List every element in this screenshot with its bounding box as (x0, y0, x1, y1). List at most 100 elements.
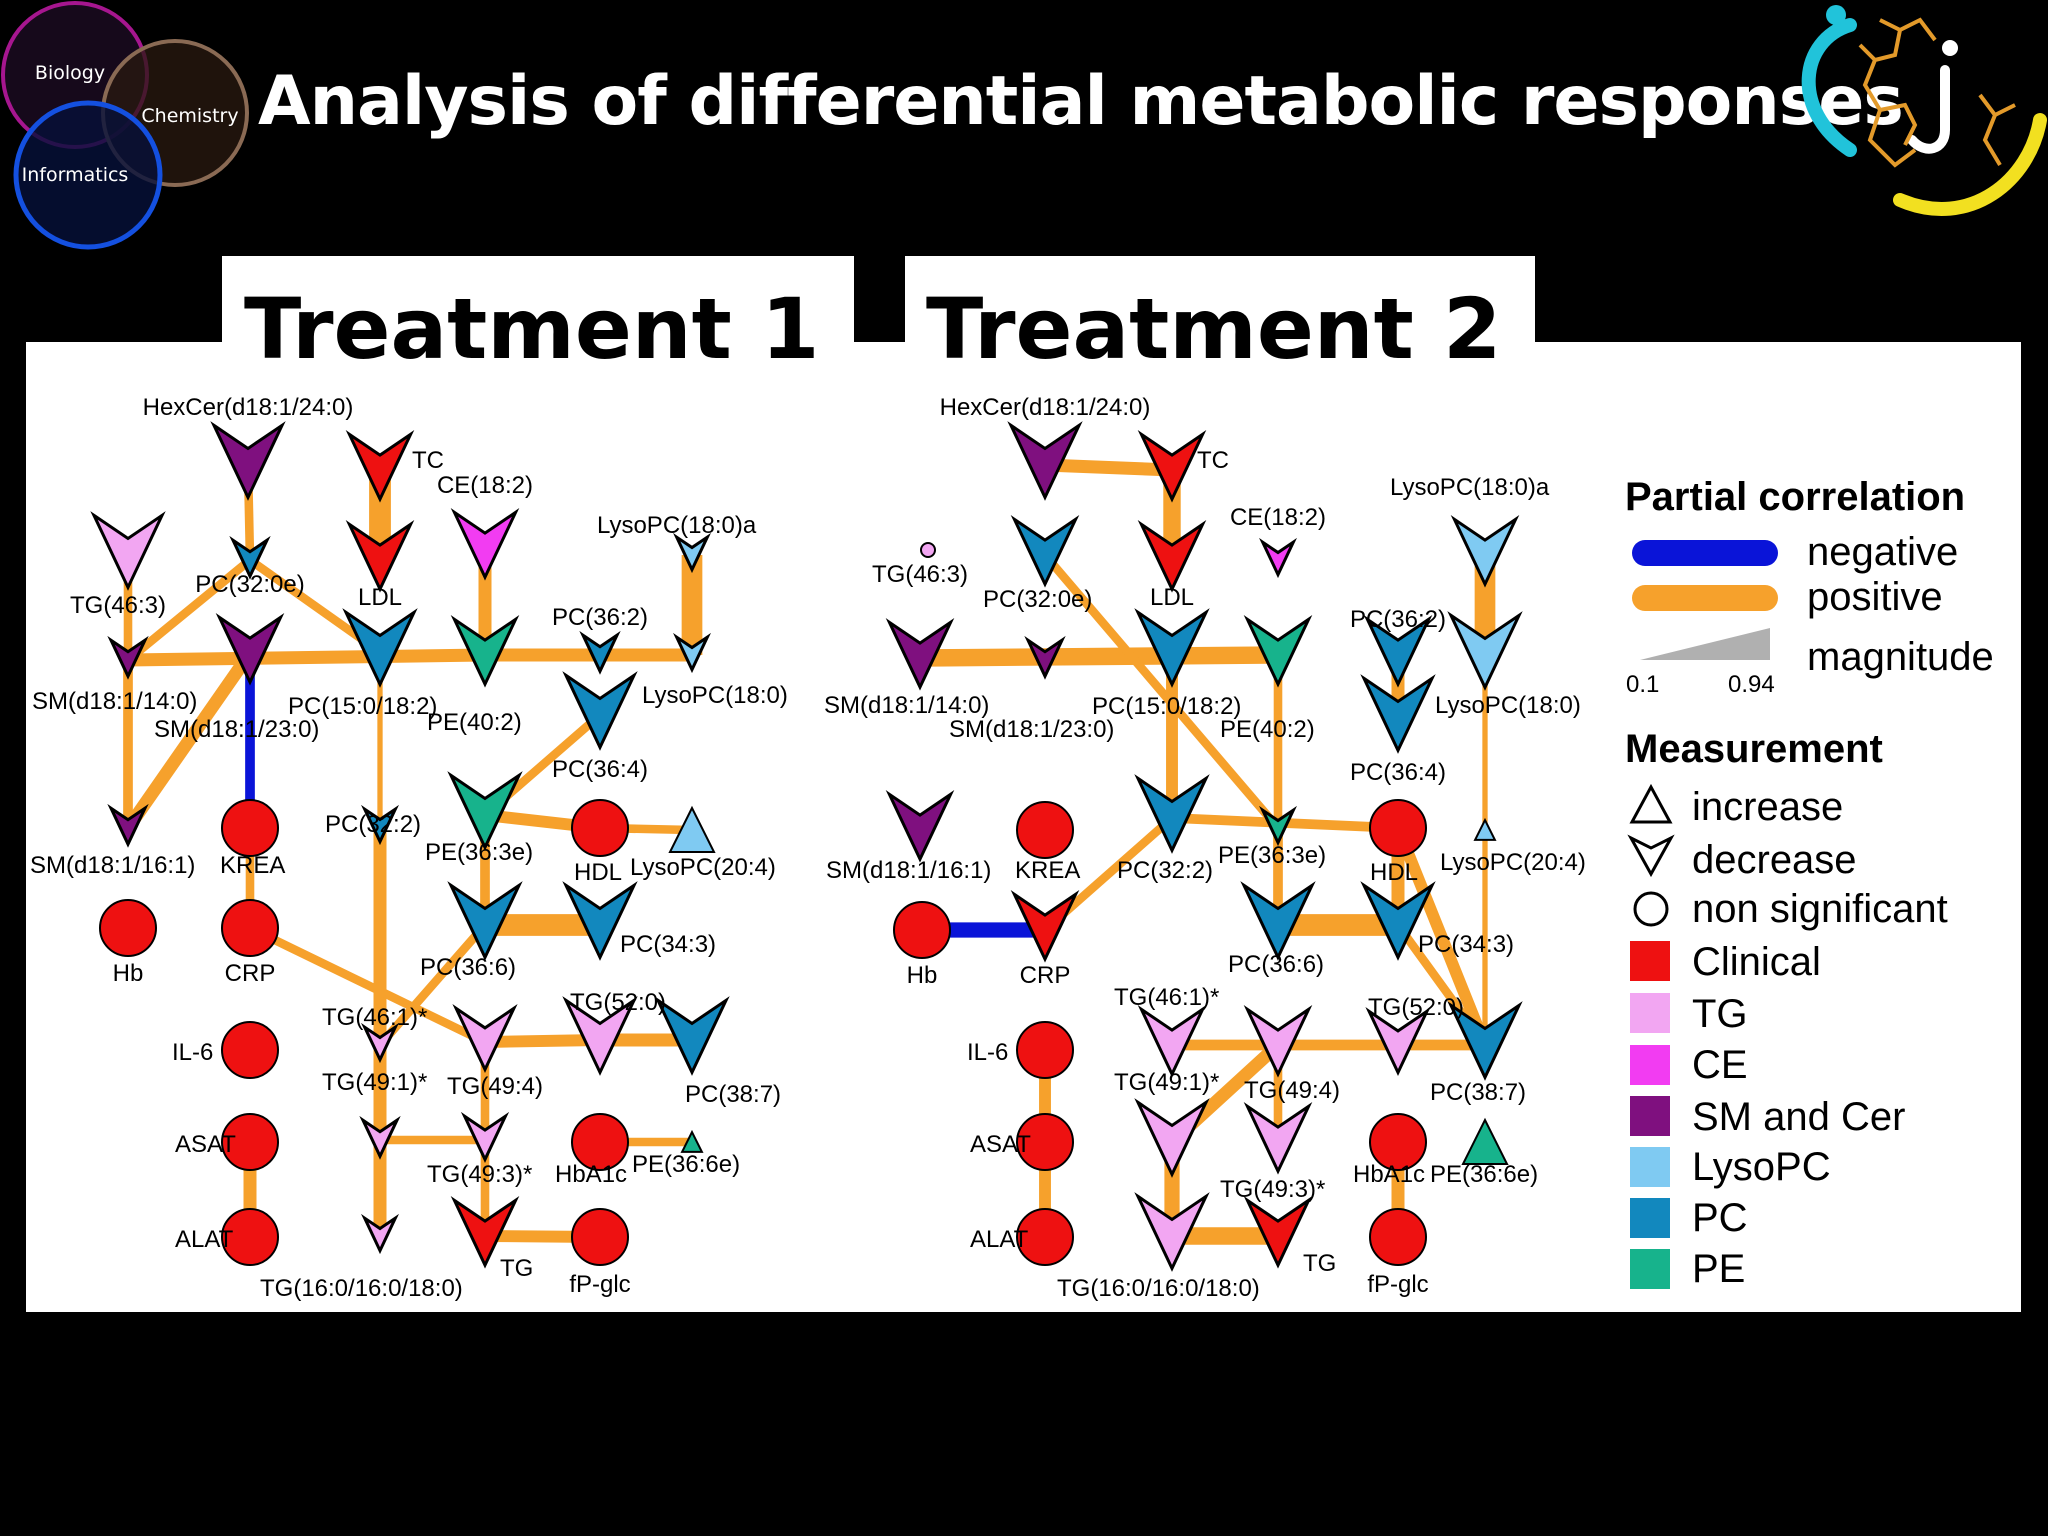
t1-node-PC320e (229, 535, 271, 580)
t1-label-PE366e: PE(36:6e) (632, 1151, 740, 1178)
t2-label-TG494: TG(49:4) (1244, 1077, 1340, 1104)
legend-nonsig-icon (1633, 891, 1669, 927)
t1-label-HbA1c: HbA1c (555, 1161, 627, 1188)
t2-node-LysoPC204 (1473, 817, 1497, 841)
t2-edge-SM14-PE402 (919, 646, 1279, 667)
t2-node-PE402 (1243, 615, 1313, 688)
t1-node-PE366e (680, 1129, 704, 1153)
t1-label-PC362: PC(36:2) (552, 604, 648, 631)
legend-label-ce: CE (1692, 1043, 1748, 1087)
t1-label-ALAT: ALAT (175, 1226, 234, 1253)
t1-label-TG461: TG(46:1)* (322, 1004, 427, 1031)
t1-label-IL6: IL-6 (172, 1039, 213, 1066)
t2-node-HDL (1369, 799, 1427, 857)
legend-nonsig-label: non significant (1692, 887, 1948, 931)
legend-magnitude-max: 0.94 (1728, 671, 1775, 698)
t2-node-CRP (1010, 890, 1080, 963)
legend-label-pc: PC (1692, 1196, 1748, 1240)
t1-node-PC366 (447, 881, 523, 961)
t2-node-PC15182 (1134, 608, 1210, 688)
legend-swatch-pe (1630, 1249, 1670, 1289)
t1-node-TC (345, 430, 415, 503)
logo-white-j (1907, 65, 1950, 154)
t1-node-LysoPC204 (668, 805, 716, 853)
t2-node-SM14 (885, 618, 955, 691)
t2-node-Hb (893, 901, 951, 959)
treatment-2-nodes (885, 421, 1523, 1272)
t2-label-HbA1c: HbA1c (1353, 1161, 1425, 1188)
slide-title: Analysis of differential metabolic respo… (258, 62, 1904, 141)
t2-label-PC366: PC(36:6) (1228, 951, 1324, 978)
t2-label-PC362: PC(36:2) (1350, 606, 1446, 633)
t1-label-PC343: PC(34:3) (620, 931, 716, 958)
t1-label-TG491: TG(49:1)* (322, 1069, 427, 1096)
t1-node-PE402 (450, 615, 520, 688)
t1-label-fPglc: fP-glc (569, 1271, 630, 1298)
legend-label-clinical: Clinical (1692, 940, 1821, 984)
t2-label-CRP: CRP (1020, 962, 1071, 989)
t2-node-fPglc (1369, 1208, 1427, 1266)
t2-node-TGc (1243, 1196, 1313, 1269)
t2-node-PE363e (1259, 805, 1297, 847)
treatment-1-labels: HexCer(d18:1/24:0)TCCE(18:2)LysoPC(18:0)… (30, 394, 788, 1302)
t2-edge-HDL-PC387 (1392, 825, 1491, 1048)
t2-node-TG491 (1134, 1098, 1210, 1178)
t1-label-SM23: SM(d18:1/23:0) (154, 716, 319, 743)
t2-node-ASAT (1016, 1113, 1074, 1171)
t1-node-SM14 (107, 635, 149, 680)
t1-label-LDL: LDL (358, 584, 402, 611)
t1-node-LysoPC180 (673, 632, 711, 674)
logo-cyan-arc (1801, 18, 1857, 157)
t1-label-TG463: TG(46:3) (70, 592, 166, 619)
t1-node-TG520 (562, 996, 638, 1076)
venn-label-biology: Biology (35, 62, 105, 84)
logo-white-dot (1942, 40, 1958, 56)
t1-node-ALAT (221, 1208, 279, 1266)
treatment-2-title: Treatment 2 (926, 280, 1502, 378)
t2-node-PC343 (1360, 881, 1436, 961)
t1-node-TGc (450, 1196, 520, 1269)
t2-label-TG491: TG(49:1)* (1114, 1069, 1219, 1096)
venn-circle-informatics (13, 100, 163, 250)
t2-node-TC (1137, 430, 1207, 503)
t1-label-Hb: Hb (113, 960, 144, 987)
t1-label-HDL: HDL (574, 859, 622, 886)
t2-label-TG16: TG(16:0/16:0/18:0) (1057, 1275, 1260, 1302)
t1-label-PE402: PE(40:2) (427, 709, 522, 736)
t1-edge-PC320e-SM14 (125, 556, 253, 664)
t2-label-SM16: SM(d18:1/16:1) (826, 857, 991, 884)
t1-node-fPglc (571, 1208, 629, 1266)
t1-edge-CRP-TG494 (248, 924, 487, 1046)
treatment-2-tab (905, 256, 1535, 376)
t1-node-PC15182 (342, 608, 418, 688)
t2-label-PC320e: PC(32:0e) (983, 586, 1092, 613)
logo-yellow-arc (1893, 113, 2047, 216)
t2-label-TC: TC (1197, 447, 1229, 474)
t2-node-CE182 (1259, 537, 1297, 579)
t1-node-PC364 (562, 671, 638, 751)
legend-magnitude-wedge (1640, 628, 1770, 660)
t2-node-PC322 (1134, 774, 1210, 854)
t2-label-SM14: SM(d18:1/14:0) (824, 692, 989, 719)
t2-label-PE363e: PE(36:3e) (1218, 842, 1326, 869)
t2-label-ASAT: ASAT (970, 1131, 1031, 1158)
t2-label-PC343: PC(34:3) (1418, 931, 1514, 958)
t2-label-Hb: Hb (907, 962, 938, 989)
t2-node-SM23 (1024, 635, 1066, 680)
t1-node-PC343 (562, 881, 638, 961)
legend: Partial correlation negative positive ma… (1625, 475, 1994, 1291)
t2-node-PC320e (1010, 515, 1080, 588)
t2-node-TG494 (1243, 1005, 1313, 1078)
t2-node-HexCer (1007, 421, 1083, 501)
legend-swatch-tg (1630, 993, 1670, 1033)
treatment-1-tab (222, 256, 854, 376)
t2-node-SM16 (885, 790, 955, 863)
t1-node-CRP (221, 899, 279, 957)
t1-label-ASAT: ASAT (175, 1131, 236, 1158)
t1-label-PE363e: PE(36:3e) (425, 839, 533, 866)
legend-measurement-title: Measurement (1625, 727, 1883, 771)
t1-node-ASAT (221, 1113, 279, 1171)
logo-cyan-dot (1826, 5, 1846, 25)
t2-node-TG520 (1365, 1007, 1431, 1077)
